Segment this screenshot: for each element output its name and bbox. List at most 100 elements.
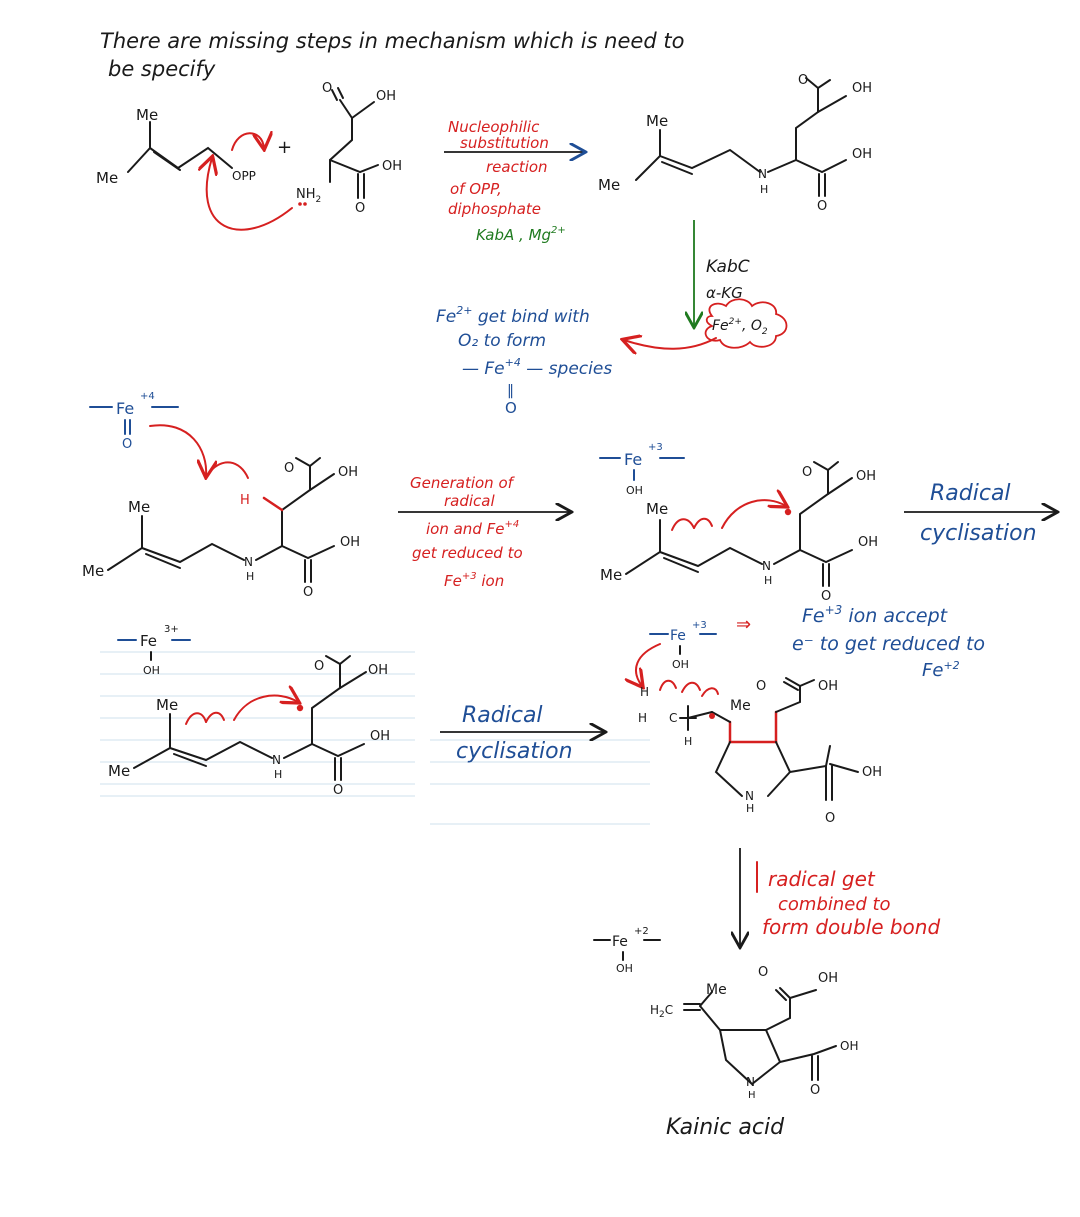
- svg-text:OH: OH: [818, 679, 838, 694]
- half-arrow: [205, 711, 225, 723]
- svg-text:OH: OH: [858, 535, 878, 550]
- svg-text:N: N: [272, 753, 281, 767]
- o-label: O: [817, 199, 827, 214]
- fe-accept-line-1: Fe+3 ion accept: [802, 603, 949, 627]
- h-transfer-arrow: [636, 643, 661, 686]
- svg-text:+4: +4: [140, 391, 155, 402]
- step1-text-4: of OPP,: [450, 180, 502, 198]
- svg-text:Me: Me: [156, 696, 178, 714]
- h-abstraction-arrow-2: [207, 461, 249, 479]
- svg-text:+3: +3: [648, 442, 663, 453]
- svg-text:H: H: [746, 802, 754, 815]
- nucleophile-attack-arrow: [207, 158, 293, 231]
- o-label: O: [798, 73, 808, 88]
- me-label: Me: [646, 112, 668, 130]
- svg-text:Me: Me: [108, 762, 130, 780]
- half-arrow: [659, 679, 677, 691]
- step3-text-5: Fe+3 ion: [444, 571, 504, 590]
- me-label: Me: [136, 106, 158, 124]
- svg-text:N: N: [746, 1075, 755, 1089]
- o-label: O: [322, 81, 332, 96]
- svg-text:H: H: [638, 711, 647, 725]
- fe3-hydroxo-species: Fe +3 OH: [599, 442, 685, 497]
- fe-note-line-4: ‖: [507, 383, 514, 399]
- h-abstraction-arrow: [149, 424, 206, 476]
- svg-text:Me: Me: [706, 982, 727, 998]
- svg-text:O: O: [821, 589, 831, 604]
- cyclisation-label-word2: cyclisation: [456, 739, 573, 764]
- kainic-acid-molecule: H2C Me O OH OH O N H: [650, 965, 858, 1101]
- oh-label: OH: [376, 89, 396, 104]
- svg-text:OH: OH: [840, 1039, 858, 1053]
- svg-text:H: H: [640, 685, 649, 699]
- fe-note-line-3: — Fe+4 — species: [462, 356, 612, 379]
- cloud-text: Fe2+, O2: [712, 317, 768, 337]
- step3-text-4: get reduced to: [412, 544, 523, 562]
- svg-text:OH: OH: [672, 658, 689, 671]
- fe3-hydroxo-species-3: Fe +3 OH: [649, 620, 717, 671]
- svg-text:Fe: Fe: [624, 450, 642, 469]
- step5-text-3: form double bond: [762, 915, 940, 939]
- o-label: O: [355, 201, 365, 216]
- oh-label: OH: [852, 147, 872, 162]
- fe4-oxo-species: Fe +4 O: [89, 391, 179, 452]
- half-arrow: [185, 712, 207, 725]
- step1-enzyme: KabA , Mg2+: [476, 225, 566, 244]
- svg-text:OH: OH: [370, 729, 390, 744]
- svg-text:Me: Me: [128, 498, 150, 516]
- step1-text-3: reaction: [486, 158, 548, 176]
- svg-text:H: H: [684, 735, 692, 748]
- prenyl-glutamate-molecule-2: Me Me N H H O OH OH O: [82, 457, 360, 600]
- svg-text:Fe: Fe: [612, 934, 628, 950]
- dmapp-molecule: Me Me OPP: [96, 106, 256, 187]
- fe-accept-line-2: e⁻ to get reduced to: [792, 633, 985, 655]
- fe-note-line-5: O: [505, 399, 517, 417]
- svg-text:Me: Me: [600, 566, 622, 584]
- fe-note-line-1: Fe2+ get bind with: [436, 304, 590, 327]
- leaving-group-arrow: [231, 133, 264, 150]
- note-line-2: be specify: [108, 57, 216, 81]
- step1-text-2: substitution: [460, 134, 549, 152]
- h2c-label: H2C: [650, 1003, 673, 1020]
- step1-text-5: diphosphate: [448, 200, 541, 218]
- step3-text-2: radical: [444, 492, 495, 510]
- svg-text:Me: Me: [82, 562, 104, 580]
- svg-text:H: H: [246, 570, 254, 583]
- svg-text:C: C: [669, 711, 677, 725]
- svg-text:+3: +3: [692, 620, 707, 631]
- radical-dot: [709, 713, 715, 719]
- step5-text-2: combined to: [778, 894, 891, 915]
- product-name: Kainic acid: [666, 1115, 785, 1140]
- svg-text:N: N: [244, 555, 253, 569]
- h-label: H: [760, 183, 768, 196]
- half-arrow: [671, 518, 695, 531]
- prenyl-glutamate-product: Me Me N H O OH OH O: [598, 73, 872, 214]
- radical-arrow: [233, 696, 298, 721]
- svg-text:Me: Me: [646, 500, 668, 518]
- svg-text:H: H: [764, 574, 772, 587]
- step1-text-1: Nucleophilic: [448, 118, 540, 136]
- oh-label: OH: [382, 159, 402, 174]
- cloud-arrow: [624, 338, 717, 349]
- svg-text:H: H: [748, 1090, 756, 1101]
- svg-text:Fe: Fe: [116, 399, 134, 418]
- svg-text:O: O: [810, 1083, 820, 1098]
- svg-text:N: N: [762, 559, 771, 573]
- n-label: N: [758, 167, 767, 181]
- radical-dot: [296, 704, 304, 712]
- radical-dot: [784, 508, 792, 516]
- svg-text:OH: OH: [616, 962, 633, 975]
- svg-text:Fe: Fe: [140, 632, 157, 650]
- fe-accept-line-3: Fe+2: [922, 659, 960, 681]
- svg-text:H: H: [274, 768, 282, 781]
- nh2-label: NH2: [296, 187, 321, 205]
- svg-text:O: O: [825, 811, 835, 826]
- step3-text-1: Generation of: [410, 474, 516, 492]
- svg-text:OH: OH: [340, 535, 360, 550]
- cyclisation-label-word1: Radical: [930, 481, 1011, 506]
- cyclisation-label-word2: cyclisation: [920, 521, 1037, 546]
- fe3-hydroxo-species-2: Fe 3+ OH: [117, 624, 191, 677]
- note-line-1: There are missing steps in mechanism whi…: [100, 29, 684, 53]
- oh-label: OH: [852, 81, 872, 96]
